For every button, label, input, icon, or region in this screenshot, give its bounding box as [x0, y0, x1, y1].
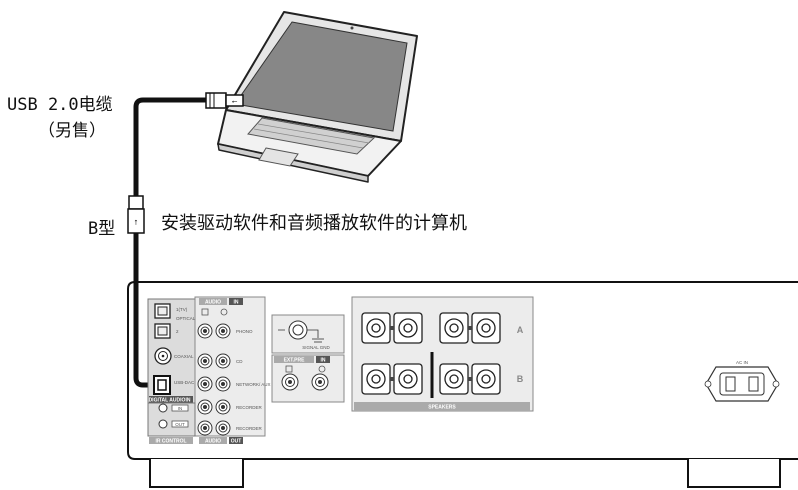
usb-cable-label: USB 2.0电缆: [7, 95, 113, 115]
ir-in-label: IN: [178, 406, 183, 411]
amplifier-rear-panel: [127, 281, 798, 488]
computer-caption: 安装驱动软件和音频播放软件的计算机: [161, 213, 467, 234]
usb-b-plug: ⭡: [127, 195, 145, 234]
audio-out-tag: OUT: [231, 439, 242, 445]
ext-pre-in-tag: IN: [321, 358, 326, 364]
sold-separately-label: （另售）: [38, 121, 106, 141]
cd-label: CD: [236, 359, 243, 364]
audio-in-header: AUDIO: [205, 300, 221, 306]
digital-audio-label: DIGITAL AUDIO: [149, 398, 186, 404]
audio-in-tag: IN: [234, 300, 239, 306]
speaker-b-label: B: [517, 374, 524, 384]
usb-dac-label: USB-DAC: [174, 380, 195, 385]
phono-label: PHONO: [236, 329, 253, 334]
optical-1-label: 1(TV): [176, 307, 188, 312]
speaker-a-label: A: [517, 325, 524, 335]
ir-out-label: OUT: [175, 422, 185, 427]
panel-labels: AUDIO IN 1(TV) OPTICAL 2 COAXIAL USB-DAC…: [149, 300, 748, 445]
network-aux-label: NETWORK/ AUX: [236, 382, 271, 387]
usb-cable: [133, 97, 207, 388]
optical-2-label: 2: [176, 329, 179, 334]
ac-in-label: AC IN: [736, 360, 748, 365]
ir-control-label: IR CONTROL: [155, 439, 186, 445]
digital-audio-in-tag: IN: [186, 398, 191, 404]
svg-text:⭠: ⭠: [232, 98, 238, 106]
recorder-in-label: RECORDER: [236, 405, 263, 410]
b-type-label: B型: [88, 219, 116, 239]
signal-gnd-label: SIGNAL GND: [302, 345, 330, 350]
recorder-out-label: RECORDER: [236, 426, 263, 431]
speakers-label: SPEAKERS: [428, 405, 456, 411]
svg-text:⭡: ⭡: [134, 219, 137, 227]
usb-a-plug: ⭠: [205, 92, 244, 109]
laptop-illustration: [217, 11, 418, 183]
ext-pre-label: EXT.PRE: [284, 358, 306, 364]
audio-out-footer: AUDIO: [205, 439, 221, 445]
coaxial-label: COAXIAL: [174, 354, 194, 359]
optical-label: OPTICAL: [176, 316, 196, 321]
